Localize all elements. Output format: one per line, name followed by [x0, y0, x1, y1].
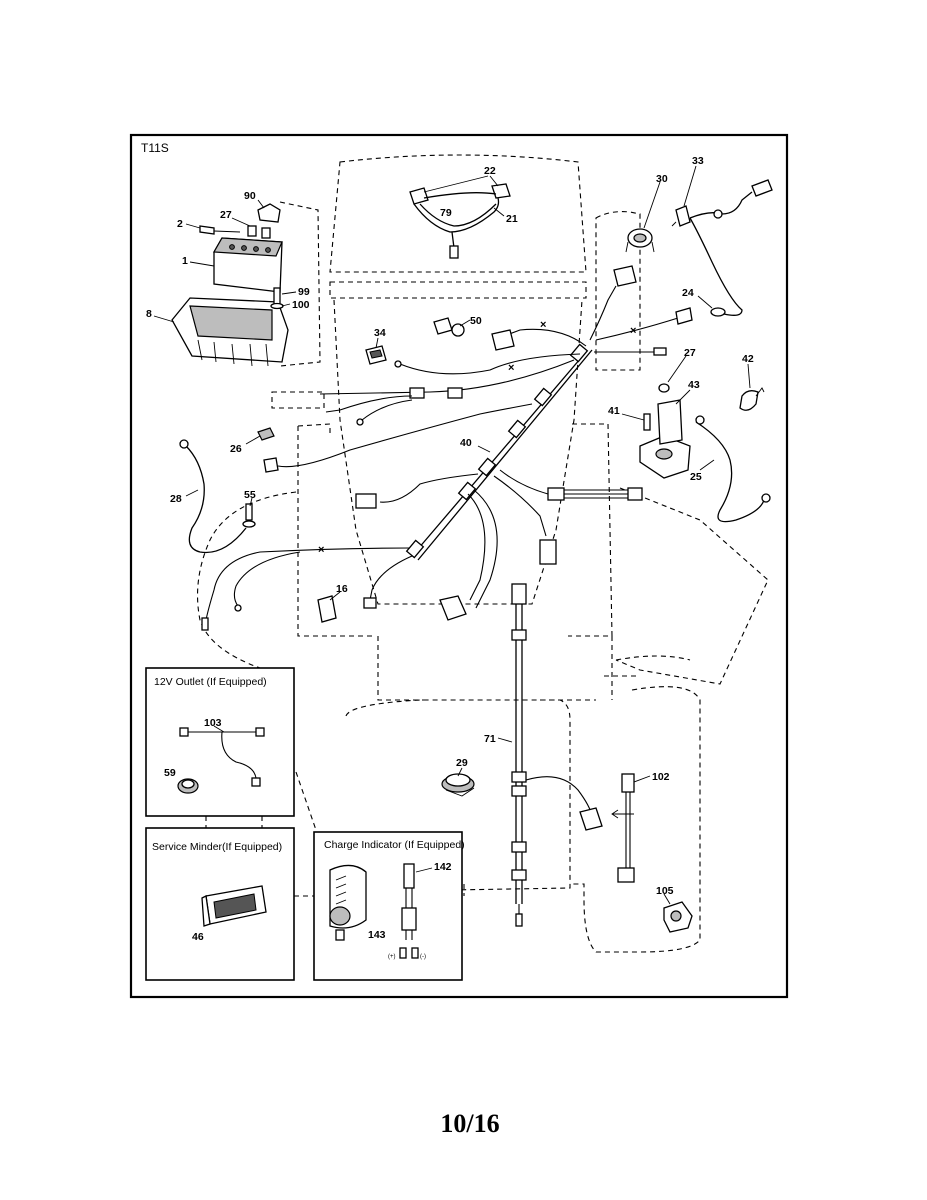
callout-21: 21: [506, 213, 518, 225]
model-tag: T11S: [141, 141, 169, 155]
callout-16: 16: [336, 583, 348, 595]
ignition-group: [613, 205, 765, 479]
callout-29: 29: [456, 757, 468, 769]
callout-25: 25: [690, 471, 702, 483]
callout-90: 90: [244, 190, 256, 202]
callout-30: 30: [656, 173, 668, 185]
terminal-minus-label: (-): [420, 954, 426, 960]
misc-parts: [257, 317, 693, 933]
callout-59: 59: [164, 767, 176, 779]
callout-1: 1: [182, 255, 188, 267]
box-charge-indicator: Charge Indicator (If Equipped) 142 143 (…: [313, 831, 465, 981]
splice-marks: × × × ×: [318, 319, 636, 556]
callout-100: 100: [292, 299, 310, 311]
box-12v-outlet-title: 12V Outlet (If Equipped): [154, 676, 267, 688]
rear-harness: [511, 583, 635, 927]
svg-text:×: ×: [508, 362, 514, 374]
callout-71: 71: [484, 733, 496, 745]
headlight-harness: [409, 183, 511, 259]
callout-27-battery: 27: [220, 209, 232, 221]
callout-27-solenoid: 27: [684, 347, 696, 359]
callout-50: 50: [470, 315, 482, 327]
callout-26: 26: [230, 443, 242, 455]
callout-55: 55: [244, 489, 256, 501]
svg-text:×: ×: [630, 325, 636, 337]
main-harness: [201, 285, 693, 631]
box-charge-indicator-title: Charge Indicator (If Equipped): [324, 839, 465, 851]
callout-142: 142: [434, 861, 452, 873]
callout-40: 40: [460, 437, 472, 449]
callout-24: 24: [682, 287, 694, 299]
callout-102: 102: [652, 771, 670, 783]
terminal-plus-label: (+): [388, 954, 396, 960]
callout-2: 2: [177, 218, 183, 230]
box-service-minder: Service Minder(If Equipped) 46: [145, 827, 295, 981]
callout-43: 43: [688, 379, 700, 391]
callout-8: 8: [146, 308, 152, 320]
leader-lines: [153, 165, 751, 905]
callout-99: 99: [298, 286, 310, 298]
callout-103: 103: [204, 717, 222, 729]
callout-numbers: 90 2 27 1 8 99 100 22 79 21 30 33 24 27 …: [146, 155, 754, 897]
callout-41: 41: [608, 405, 620, 417]
battery-group: [171, 203, 289, 367]
svg-text:×: ×: [540, 319, 546, 331]
diagram-frame: [129, 133, 789, 999]
callout-33: 33: [692, 155, 704, 167]
callout-42: 42: [742, 353, 754, 365]
callout-105: 105: [656, 885, 674, 897]
callout-46: 46: [192, 931, 204, 943]
callout-22: 22: [484, 165, 496, 177]
page-number: 10/16: [440, 1109, 499, 1138]
callout-34: 34: [374, 327, 386, 339]
box-service-minder-title: Service Minder(If Equipped): [152, 841, 282, 853]
box-12v-outlet: 12V Outlet (If Equipped) 103 59: [145, 667, 295, 817]
callout-79: 79: [440, 207, 452, 219]
battery-cables: [179, 179, 773, 554]
svg-text:×: ×: [318, 544, 324, 556]
tractor-outline: [196, 154, 769, 953]
callout-143: 143: [368, 929, 386, 941]
callout-28: 28: [170, 493, 182, 505]
